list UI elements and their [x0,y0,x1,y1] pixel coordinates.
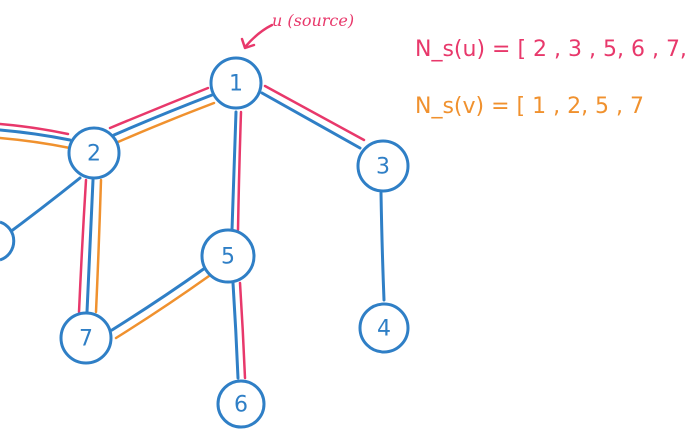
node-2: 2 [67,126,121,180]
source-annotation: u (source) [240,11,354,50]
node-2-label: 2 [87,142,101,167]
edge-1-2-red [108,86,210,130]
node-5-label: 5 [221,245,235,270]
edge-5-6-red [238,281,247,380]
node-1: 1 [209,56,263,110]
node-1-label: 1 [229,72,243,97]
edge-offscreen-2 [0,128,72,142]
edge-1-5-red [236,110,243,232]
edge-5-7 [110,266,207,332]
neighbor-list-v: N_s(v) = [ 1 , 2, 5 , 7 [415,94,644,119]
offscreen-node [0,220,16,262]
edge-1-2-orange [116,101,216,144]
node-3: 3 [356,139,410,193]
node-5: 5 [200,228,256,284]
source-arrow-icon [244,23,274,48]
source-label: u (source) [272,11,354,30]
node-4: 4 [358,302,410,354]
edge-1-2 [112,93,214,137]
edge-2-7-red [77,178,88,314]
node-7-label: 7 [79,327,93,352]
edge-1-3-red [263,84,366,142]
edge-offscreen-2-orange [0,136,72,150]
node-7: 7 [59,311,113,365]
node-4-label: 4 [377,317,391,342]
edge-1-5 [230,110,238,232]
source-arrowhead-icon [240,37,256,50]
edge-3-4 [379,191,386,302]
edges [0,84,386,380]
node-6: 6 [216,379,266,429]
edge-5-7-orange [114,274,211,340]
edge-2-7-orange [94,178,103,314]
node-6-label: 6 [234,393,248,418]
neighbor-list-u: N_s(u) = [ 2 , 3 , 5, 6 , 7, [415,37,687,62]
node-3-label: 3 [376,155,390,180]
edge-5-6 [231,281,240,380]
edge-2-offscreen-left [0,176,82,240]
edge-1-3 [260,91,362,150]
edge-2-7 [85,178,95,314]
edge-offscreen-2-red [0,122,70,136]
